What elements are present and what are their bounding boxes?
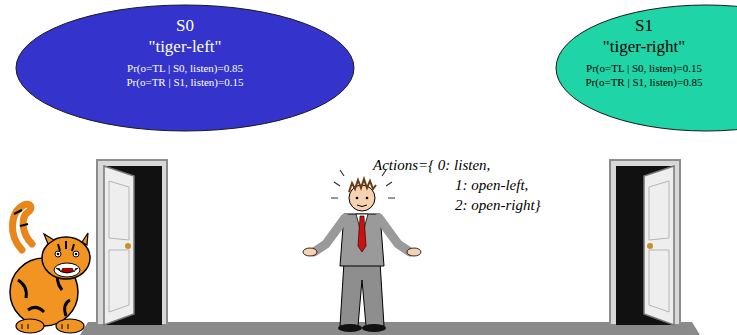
man-figure: [303, 170, 421, 332]
action-list-line: Actions={ 0: listen,: [373, 156, 490, 175]
observation-prob: Pr(o=TL | S0, listen)=0.85: [127, 61, 243, 75]
observation-prob: Pr(o=TR | S1, listen)=0.85: [586, 75, 703, 89]
state-ellipse: S0"tiger-left" Pr(o=TL | S0, listen)=0.85…: [15, 4, 355, 132]
state-name: S0: [176, 15, 194, 36]
state-ellipse: S1"tiger-right" Pr(o=TL | S0, listen)=0.1…: [555, 4, 733, 132]
ellipse-text-stack: S1"tiger-right" Pr(o=TL | S0, listen)=0.1…: [555, 4, 733, 89]
ellipse-fill: [556, 5, 737, 131]
state-label: "tiger-right": [603, 36, 685, 57]
left-door: [97, 160, 167, 325]
tiger-figure: [10, 204, 90, 333]
action-list-line: 1: open-left,: [455, 176, 528, 195]
state-name: S1: [635, 15, 653, 36]
right-door: [610, 160, 680, 325]
observation-prob: Pr(o=TR | S1, listen)=0.15: [127, 75, 244, 89]
action-list-line: 2: open-right}: [455, 196, 541, 215]
ellipse-text-stack: S0"tiger-left" Pr(o=TL | S0, listen)=0.85…: [15, 4, 355, 89]
observation-prob: Pr(o=TL | S0, listen)=0.15: [586, 61, 702, 75]
ellipse-fill: [16, 5, 354, 131]
floor: [80, 322, 700, 335]
state-label: "tiger-left": [148, 36, 221, 57]
